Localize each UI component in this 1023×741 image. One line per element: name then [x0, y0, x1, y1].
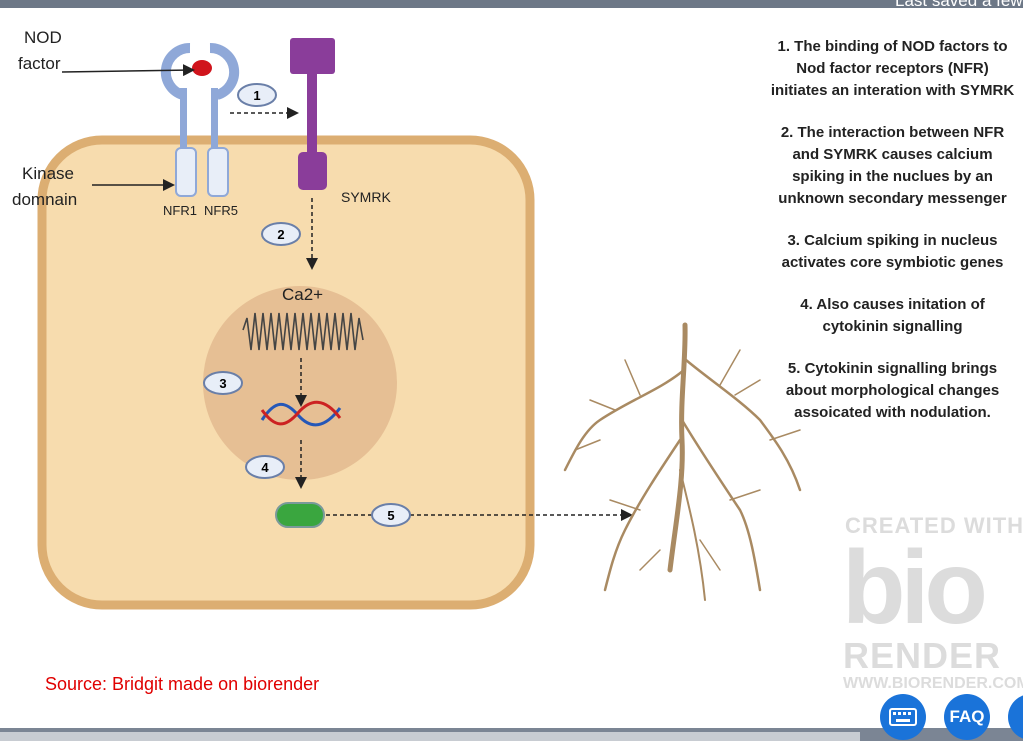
kinase-label: Kinase — [22, 164, 74, 183]
scrollbar-thumb[interactable] — [0, 732, 860, 741]
watermark-logo: bio — [842, 530, 988, 646]
domain-label: domnain — [12, 190, 77, 209]
nod-factor — [192, 60, 212, 76]
top-bar: Last saved a few — [0, 0, 1023, 10]
symrk-label: SYMRK — [341, 189, 391, 205]
svg-text:5: 5 — [387, 508, 394, 523]
step-badge-5: 5 — [371, 503, 411, 527]
nfr1-label: NFR1 — [163, 203, 197, 218]
help-button[interactable] — [1008, 694, 1023, 740]
watermark-line1: CREATED WITH — [845, 513, 1023, 538]
svg-text:2: 2 — [277, 227, 284, 242]
last-saved-status: Last saved a few — [895, 0, 1023, 10]
svg-text:3: 3 — [219, 376, 226, 391]
horizontal-scrollbar[interactable] — [0, 728, 1023, 741]
gene-product — [275, 502, 325, 528]
watermark-line3: WWW.BIORENDER.COM — [843, 675, 1023, 692]
steps-list: 1. The binding of NOD factors to Nod fac… — [760, 36, 1023, 444]
watermark-line2: RENDER — [843, 635, 1002, 676]
faq-button[interactable]: FAQ — [944, 694, 990, 740]
factor-label: factor — [18, 54, 61, 73]
symrk-receptor — [290, 38, 335, 190]
step-badge-3: 3 — [203, 371, 243, 395]
step-2-text: 2. The interaction between NFR and SYMRK… — [778, 124, 1007, 207]
svg-text:4: 4 — [261, 460, 269, 475]
step-3-text: 3. Calcium spiking in nucleus activates … — [781, 232, 1004, 271]
step-badge-2: 2 — [261, 222, 301, 246]
step-1-text: 1. The binding of NOD factors to Nod fac… — [770, 38, 1015, 99]
calcium-label: Ca2+ — [282, 285, 323, 304]
svg-text:1: 1 — [253, 88, 260, 103]
nod-label: NOD — [24, 28, 62, 47]
calcium-spiking-wave — [242, 312, 364, 351]
dna-icon — [260, 400, 342, 427]
step-5-text: 5. Cytokinin signalling brings about mor… — [785, 360, 1000, 421]
keyboard-shortcuts-button[interactable] — [880, 694, 926, 740]
source-caption: Source: Bridgit made on biorender — [45, 674, 320, 694]
keyboard-icon — [889, 708, 917, 726]
step-badge-4: 4 — [245, 455, 285, 479]
nfr-receptor-complex — [160, 42, 240, 197]
root-illustration — [563, 322, 802, 601]
nfr5-label: NFR5 — [204, 203, 238, 218]
step-badge-1: 1 — [237, 83, 277, 107]
step-4-text: 4. Also causes initation of cytokinin si… — [800, 296, 985, 335]
